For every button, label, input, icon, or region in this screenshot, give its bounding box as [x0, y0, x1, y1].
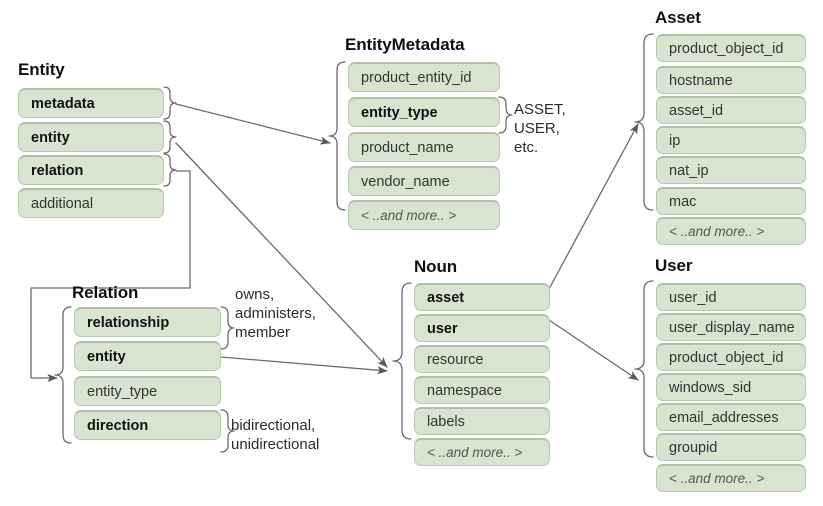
field-em-entity-type[interactable]: entity_type — [348, 97, 500, 127]
field-entity-entity[interactable]: entity — [18, 122, 164, 152]
bracket-asset-group — [634, 33, 654, 211]
group-title-asset: Asset — [655, 8, 701, 27]
field-noun-asset[interactable]: asset — [414, 283, 550, 311]
group-title-entity-metadata: EntityMetadata — [345, 35, 465, 54]
field-asset-asset-id[interactable]: asset_id — [656, 96, 806, 124]
field-user-user-id[interactable]: user_id — [656, 283, 806, 311]
note-relationship-values: owns, administers, member — [235, 286, 316, 341]
field-asset-mac[interactable]: mac — [656, 187, 806, 215]
note-entity-type-values: ASSET, USER, etc. — [514, 101, 566, 156]
bracket-entity-metadata-group — [328, 61, 346, 211]
field-asset-nat-ip[interactable]: nat_ip — [656, 156, 806, 184]
group-title-user: User — [655, 256, 693, 275]
group-title-relation: Relation — [72, 283, 139, 302]
link-noun-user-to-user — [548, 319, 639, 381]
field-relation-entity[interactable]: entity — [74, 341, 221, 371]
field-noun-user[interactable]: user — [414, 314, 550, 342]
field-user-product-object-id[interactable]: product_object_id — [656, 343, 806, 371]
group-title-entity: Entity — [18, 60, 65, 79]
field-noun-resource[interactable]: resource — [414, 345, 550, 373]
bracket-relationship-values — [220, 306, 235, 350]
field-relation-relationship[interactable]: relationship — [74, 307, 221, 337]
field-asset-ip[interactable]: ip — [656, 126, 806, 154]
field-relation-entity-type[interactable]: entity_type — [74, 376, 221, 406]
group-title-noun: Noun — [414, 257, 458, 276]
field-user-email-addresses[interactable]: email_addresses — [656, 403, 806, 431]
field-em-product-entity-id[interactable]: product_entity_id — [348, 62, 500, 92]
link-relation-entity-to-noun — [220, 356, 388, 375]
field-relation-direction[interactable]: direction — [74, 410, 221, 440]
field-entity-metadata[interactable]: metadata — [18, 88, 164, 118]
bracket-noun-group — [392, 282, 412, 440]
bracket-entity-metadata — [163, 86, 177, 120]
field-user-groupid[interactable]: groupid — [656, 433, 806, 461]
note-direction-values: bidirectional, unidirectional — [231, 417, 320, 453]
bracket-entity-entity — [163, 120, 177, 154]
field-noun-namespace[interactable]: namespace — [414, 376, 550, 404]
bracket-entity-relation — [163, 153, 177, 187]
bracket-relation-group — [54, 306, 72, 444]
field-user-and-more[interactable]: < ..and more.. > — [656, 464, 806, 492]
bracket-user-group — [634, 280, 654, 458]
field-asset-product-object-id[interactable]: product_object_id — [656, 34, 806, 62]
field-noun-and-more[interactable]: < ..and more.. > — [414, 438, 550, 466]
field-em-vendor-name[interactable]: vendor_name — [348, 166, 500, 196]
field-user-windows-sid[interactable]: windows_sid — [656, 373, 806, 401]
field-asset-hostname[interactable]: hostname — [656, 66, 806, 94]
field-asset-and-more[interactable]: < ..and more.. > — [656, 217, 806, 245]
field-entity-relation[interactable]: relation — [18, 155, 164, 185]
field-entity-additional[interactable]: additional — [18, 188, 164, 218]
bracket-entity-type-values — [498, 96, 513, 134]
field-em-product-name[interactable]: product_name — [348, 132, 500, 162]
field-user-user-display-name[interactable]: user_display_name — [656, 313, 806, 341]
field-noun-labels[interactable]: labels — [414, 407, 550, 435]
link-metadata-to-entitymetadata — [175, 103, 331, 145]
field-em-and-more[interactable]: < ..and more.. > — [348, 200, 500, 230]
